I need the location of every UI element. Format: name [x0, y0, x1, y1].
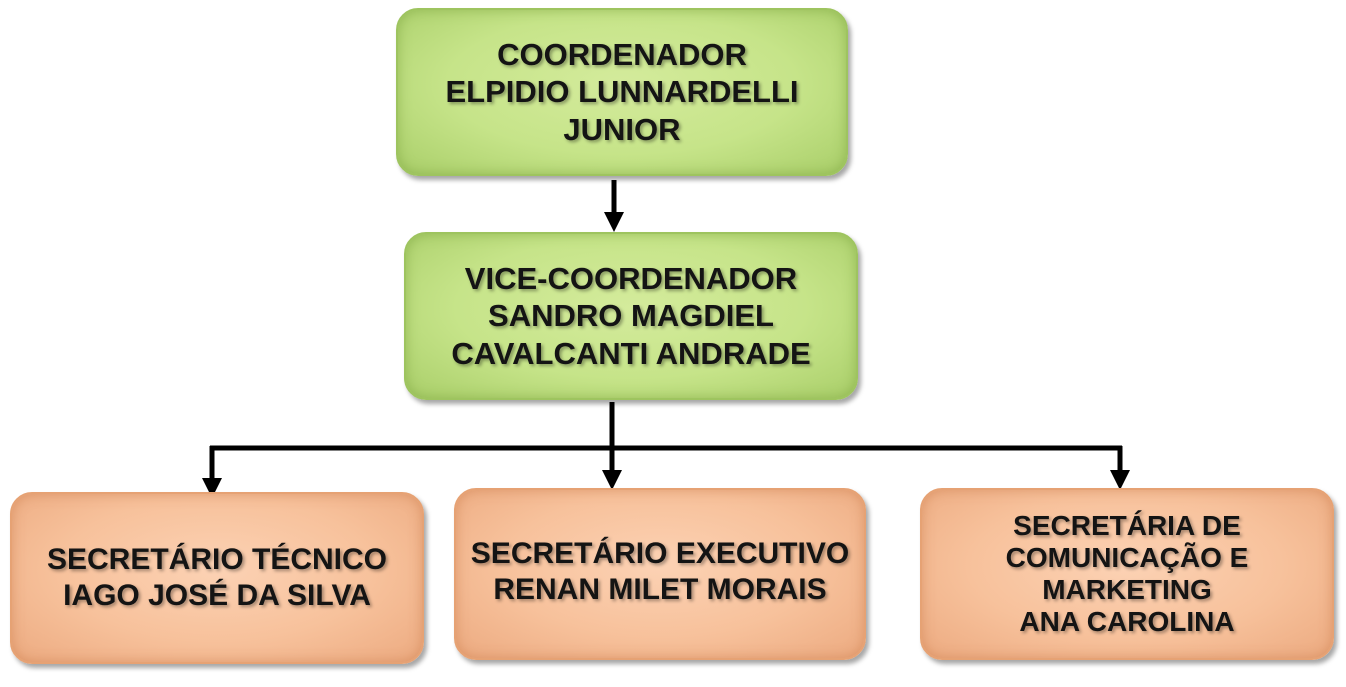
- vice-coordinator-title: VICE-COORDENADOR: [464, 261, 798, 297]
- secretary-executivo-name: RENAN MILET MORAIS: [493, 573, 827, 606]
- vice-coordinator-name-line-1: SANDRO MAGDIEL: [488, 298, 774, 334]
- coordinator-title: COORDENADOR: [497, 37, 747, 73]
- vice-coordinator-node: VICE-COORDENADOR SANDRO MAGDIEL CAVALCAN…: [404, 232, 858, 400]
- secretary-comunicacao-node: SECRETÁRIA DE COMUNICAÇÃO E MARKETING AN…: [920, 488, 1334, 660]
- secretary-comunicacao-title-line-1: SECRETÁRIA DE: [1013, 509, 1241, 541]
- secretary-tecnico-name: IAGO JOSÉ DA SILVA: [63, 579, 371, 612]
- coordinator-node: COORDENADOR ELPIDIO LUNNARDELLI JUNIOR: [396, 8, 848, 176]
- secretary-executivo-node: SECRETÁRIO EXECUTIVO RENAN MILET MORAIS: [454, 488, 866, 660]
- secretary-comunicacao-title-line-2: COMUNICAÇÃO E: [1005, 541, 1249, 573]
- secretary-tecnico-node: SECRETÁRIO TÉCNICO IAGO JOSÉ DA SILVA: [10, 492, 424, 664]
- secretary-executivo-title: SECRETÁRIO EXECUTIVO: [470, 537, 850, 570]
- secretary-tecnico-title: SECRETÁRIO TÉCNICO: [46, 543, 388, 576]
- coordinator-name-line-2: JUNIOR: [563, 111, 681, 147]
- secretary-comunicacao-name: ANA CAROLINA: [1019, 606, 1235, 638]
- coordinator-name-line-1: ELPIDIO LUNNARDELLI: [445, 74, 799, 110]
- vice-coordinator-name-line-2: CAVALCANTI ANDRADE: [451, 335, 811, 371]
- secretary-comunicacao-title-line-3: MARKETING: [1042, 574, 1212, 605]
